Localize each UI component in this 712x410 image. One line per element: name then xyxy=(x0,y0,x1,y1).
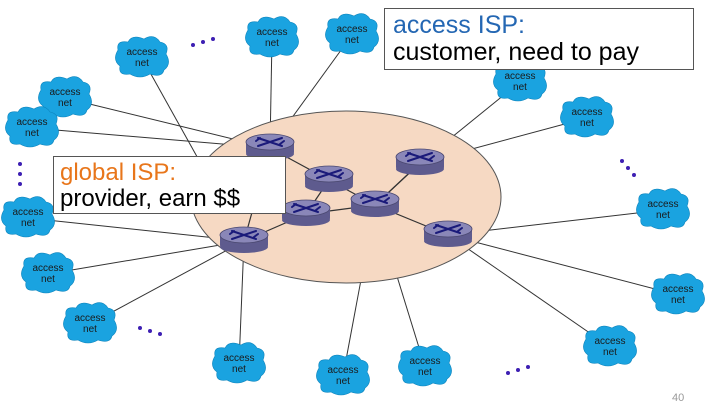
ellipsis-marker xyxy=(620,159,636,177)
access-net-label-line1: access xyxy=(409,356,440,367)
access-net-label-line2: net xyxy=(656,210,670,221)
global-isp-callout-title: global ISP: xyxy=(60,159,177,186)
router-icon xyxy=(281,199,331,226)
access-net-label-line1: access xyxy=(571,107,602,118)
access-net-label-line2: net xyxy=(135,58,149,69)
access-link xyxy=(447,234,611,348)
access-net-label-line1: access xyxy=(126,47,157,58)
access-net-label-line1: access xyxy=(12,207,43,218)
access-net-label-line2: net xyxy=(418,367,432,378)
router-icon xyxy=(304,165,354,192)
access-net-label-line2: net xyxy=(232,364,246,375)
router-icon xyxy=(350,190,400,217)
router-icon xyxy=(245,133,295,160)
access-net-label-line2: net xyxy=(58,98,72,109)
ellipsis-marker xyxy=(18,162,22,186)
access-net-label-line2: net xyxy=(83,324,97,335)
access-net-label-line2: net xyxy=(41,274,55,285)
router-icon xyxy=(395,148,445,175)
ellipsis-marker xyxy=(191,37,215,47)
access-net-label-line1: access xyxy=(327,365,358,376)
access-link xyxy=(27,217,245,242)
access-net-label-line1: access xyxy=(662,284,693,295)
access-net-label-line1: access xyxy=(336,24,367,35)
access-net-label-line1: access xyxy=(594,336,625,347)
access-net-label-line2: net xyxy=(265,38,279,49)
access-net-label-line1: access xyxy=(32,263,63,274)
access-link xyxy=(447,234,679,296)
access-net-label-line2: net xyxy=(513,82,527,93)
access-net-label-line2: net xyxy=(671,295,685,306)
global-isp-callout-text: provider, earn $$ xyxy=(60,185,241,212)
ellipsis-marker xyxy=(506,365,530,375)
access-net-label-line2: net xyxy=(21,218,35,229)
access-net-label-line1: access xyxy=(504,71,535,82)
access-net-label-line2: net xyxy=(580,118,594,129)
ellipsis-marker xyxy=(138,326,162,336)
routers-layer xyxy=(219,133,473,253)
access-isp-callout-text: customer, need to pay xyxy=(393,38,639,66)
access-net-label-line2: net xyxy=(345,35,359,46)
access-net-label-line2: net xyxy=(25,128,39,139)
access-net-label-line1: access xyxy=(256,27,287,38)
access-net-label-line1: access xyxy=(49,87,80,98)
access-net-label-line1: access xyxy=(223,353,254,364)
router-icon xyxy=(219,226,269,253)
ellipsis-markers-layer xyxy=(18,37,636,375)
page-number: 40 xyxy=(672,392,685,404)
global-isp-callout: global ISP: provider, earn $$ xyxy=(53,156,286,214)
access-net-label-line2: net xyxy=(336,376,350,387)
access-link xyxy=(89,240,245,325)
access-net-label-line1: access xyxy=(647,199,678,210)
access-nets-layer: accessnetaccessnetaccessnetaccessnetacce… xyxy=(1,13,705,396)
access-isp-callout: access ISP: customer, need to pay xyxy=(384,8,694,70)
router-icon xyxy=(423,220,473,247)
access-link xyxy=(47,240,245,275)
access-net-label-line1: access xyxy=(74,313,105,324)
access-net-label-line2: net xyxy=(603,347,617,358)
access-isp-callout-title: access ISP: xyxy=(393,11,525,39)
access-net-label-line1: access xyxy=(16,117,47,128)
